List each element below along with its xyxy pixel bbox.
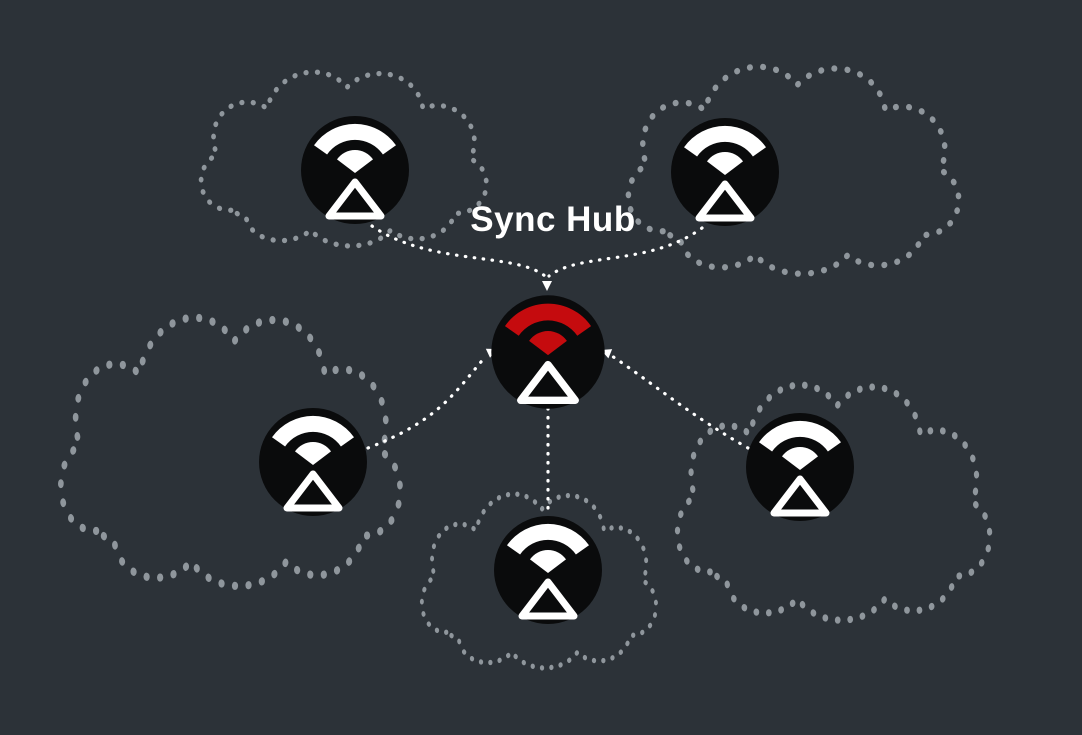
node-peer-top-right sync-node-icon bbox=[671, 118, 779, 226]
node-peer-mid-left sync-node-icon bbox=[259, 408, 367, 516]
edge-peer-top-right-to-hub bbox=[547, 226, 704, 278]
node-peer-mid-right sync-node-icon bbox=[746, 413, 854, 521]
node-peer-top-left sync-node-icon bbox=[301, 116, 409, 224]
edge-peer-mid-right-to-hub bbox=[610, 354, 750, 450]
edge-peer-mid-left-to-hub bbox=[366, 354, 488, 450]
node-sync-hub sync-hub-icon bbox=[491, 295, 604, 408]
arrowhead-top-icon bbox=[542, 281, 552, 291]
node-peer-bottom-center sync-node-icon bbox=[494, 516, 602, 624]
diagram-title: Sync Hub bbox=[470, 200, 636, 239]
